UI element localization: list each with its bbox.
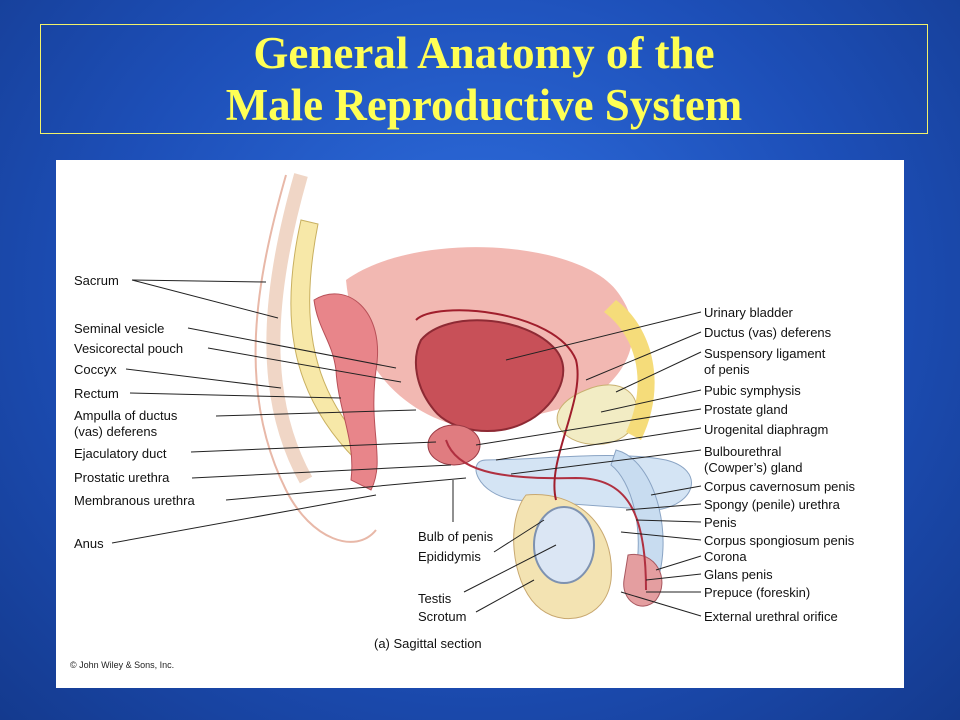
label-sacrum: Sacrum	[74, 273, 119, 288]
label-anus: Anus	[74, 536, 104, 551]
label-epididymis: Epididymis	[418, 549, 481, 564]
fat-band	[604, 300, 655, 440]
label-vesicorectal-pouch: Vesicorectal pouch	[74, 341, 184, 356]
urinary-bladder	[414, 319, 565, 433]
label-spongy-urethra: Spongy (penile) urethra	[704, 497, 840, 512]
label-suspensory-line1: Suspensory ligament	[704, 346, 826, 361]
label-seminal-vesicle: Seminal vesicle	[74, 321, 165, 336]
title-box: General Anatomy of the Male Reproductive…	[40, 24, 928, 134]
label-prostate-gland: Prostate gland	[704, 402, 788, 417]
back-skin-outline	[254, 174, 377, 543]
label-ductus-deferens: Ductus (vas) deferens	[704, 325, 832, 340]
label-urogenital-diaphragm: Urogenital diaphragm	[704, 422, 829, 437]
glans-penis	[623, 554, 663, 607]
prostate-gland	[427, 424, 481, 466]
right-leader-lines	[475, 311, 702, 617]
anatomy-illustration	[111, 173, 702, 620]
label-ampulla-line2: (vas) deferens	[74, 424, 158, 439]
label-glans-penis: Glans penis	[704, 567, 773, 582]
label-external-urethral-orifice: External urethral orifice	[704, 609, 838, 624]
label-penis: Penis	[704, 515, 737, 530]
label-urinary-bladder: Urinary bladder	[704, 305, 793, 320]
label-bulbourethral-line2: (Cowper’s) gland	[704, 460, 803, 475]
penis-shaft	[475, 455, 692, 511]
label-scrotum: Scrotum	[418, 609, 467, 624]
left-leader-lines	[111, 279, 467, 544]
label-coccyx: Coccyx	[74, 362, 117, 377]
label-ejaculatory-duct: Ejaculatory duct	[74, 446, 167, 461]
testis	[533, 506, 595, 584]
label-testis: Testis	[418, 591, 452, 606]
label-membranous-urethra: Membranous urethra	[74, 493, 195, 508]
label-bulbourethral-line1: Bulbourethral	[704, 444, 782, 459]
ductus-deferens	[415, 309, 579, 501]
urethra-line	[445, 439, 647, 591]
back-tissue	[266, 173, 313, 484]
label-corpus-spongiosum: Corpus spongiosum penis	[704, 533, 855, 548]
title-line-1: General Anatomy of the	[253, 28, 715, 78]
label-rectum: Rectum	[74, 386, 119, 401]
label-prepuce: Prepuce (foreskin)	[704, 585, 811, 600]
label-corona: Corona	[704, 549, 747, 564]
diagram-caption: (a) Sagittal section	[374, 636, 482, 651]
label-bulb-of-penis: Bulb of penis	[418, 529, 494, 544]
label-corpus-cavernosum: Corpus cavernosum penis	[704, 479, 856, 494]
label-ampulla-line1: Ampulla of ductus	[74, 408, 178, 423]
label-suspensory-line2: of penis	[704, 362, 750, 377]
title-line-2: Male Reproductive System	[225, 80, 743, 130]
bottom-leader-lines	[452, 480, 557, 613]
rectum	[313, 293, 378, 491]
diagram-panel: Sacrum Seminal vesicle Vesicorectal pouc…	[56, 160, 904, 688]
label-prostatic-urethra: Prostatic urethra	[74, 470, 170, 485]
copyright-notice: © John Wiley & Sons, Inc.	[70, 660, 175, 670]
label-pubic-symphysis: Pubic symphysis	[704, 383, 801, 398]
